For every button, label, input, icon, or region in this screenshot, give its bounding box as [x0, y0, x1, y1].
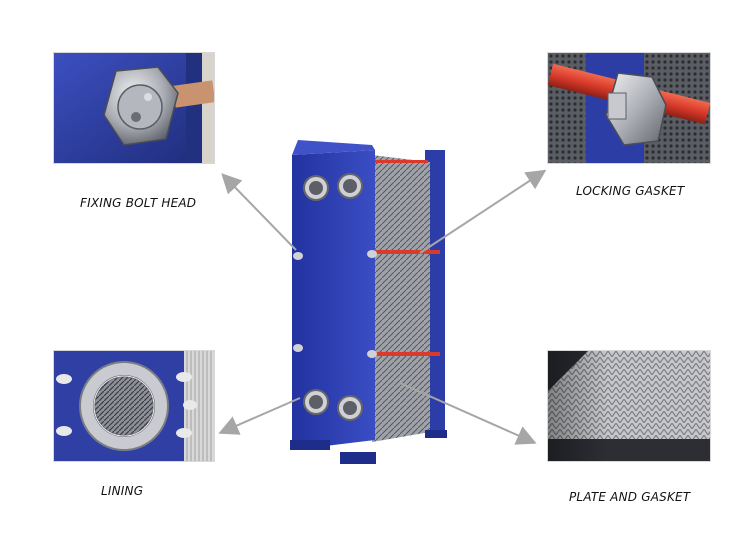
lining-detail-photo — [54, 351, 214, 461]
fixing-bolt-head-label: FIXING BOLT HEAD — [80, 196, 197, 210]
lining-label: LINING — [101, 484, 144, 498]
bolt-head-detail-photo — [54, 53, 214, 163]
plate-and-gasket-label: PLATE AND GASKET — [569, 490, 691, 504]
plate-heat-exchanger-illustration — [290, 140, 447, 464]
locking-gasket-label: LOCKING GASKET — [576, 184, 685, 198]
plate-and-gasket-detail-photo — [548, 351, 710, 461]
locking-gasket-detail-photo — [548, 53, 710, 163]
